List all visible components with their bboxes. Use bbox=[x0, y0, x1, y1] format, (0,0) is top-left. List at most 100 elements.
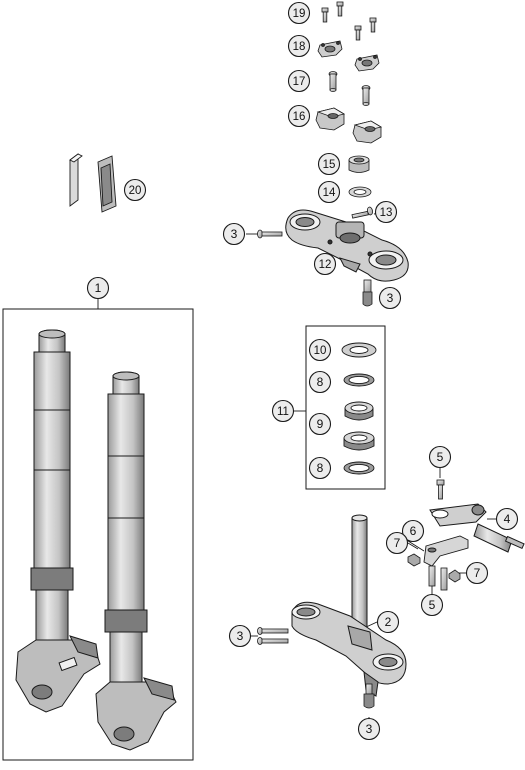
callout-circle bbox=[357, 717, 381, 741]
callout-c3a: 3 bbox=[222, 222, 246, 246]
callout-circle bbox=[313, 252, 337, 276]
callout-circle bbox=[465, 561, 489, 585]
callout-c2: 2 bbox=[376, 610, 400, 634]
callout-c7a: 7 bbox=[385, 531, 409, 555]
callout-circle bbox=[308, 370, 332, 394]
callout-number: 16 bbox=[293, 111, 306, 123]
callout-circle bbox=[378, 286, 402, 310]
callout-number: 5 bbox=[437, 450, 444, 464]
callout-circle bbox=[317, 180, 341, 204]
callout-number: 12 bbox=[319, 259, 332, 271]
callout-number: 15 bbox=[323, 159, 336, 171]
callout-number: 4 bbox=[504, 512, 511, 526]
callout-circle bbox=[308, 338, 332, 362]
callout-c19: 19 bbox=[287, 1, 311, 25]
callout-c5a: 5 bbox=[428, 445, 452, 469]
callout-number: 8 bbox=[317, 461, 324, 475]
part-1-fork-legs bbox=[15, 329, 177, 751]
part-3-screws-lower-left bbox=[257, 627, 289, 645]
part-9-bearings bbox=[343, 401, 375, 451]
part-17-bolts bbox=[328, 71, 371, 106]
part-10-seal bbox=[341, 342, 377, 358]
callout-number: 8 bbox=[317, 375, 324, 389]
callout-c4: 4 bbox=[495, 507, 519, 531]
part-15-nut bbox=[348, 155, 370, 173]
callout-c3d: 3 bbox=[357, 717, 381, 741]
callout-circle bbox=[495, 507, 519, 531]
callout-c15: 15 bbox=[317, 152, 341, 176]
callout-circle bbox=[374, 200, 398, 224]
part-3-screw-upper-left bbox=[257, 229, 283, 239]
callout-c7b: 7 bbox=[465, 561, 489, 585]
part-3-screw-bottom bbox=[363, 683, 375, 709]
part-18-upper-clamps bbox=[317, 40, 380, 72]
callout-circle bbox=[228, 624, 252, 648]
part-16-lower-clamps bbox=[315, 107, 383, 144]
callout-circle bbox=[420, 593, 444, 617]
callout-number: 3 bbox=[387, 291, 394, 305]
callout-number: 11 bbox=[277, 406, 289, 418]
part-19-screws bbox=[321, 1, 377, 41]
callout-number: 18 bbox=[293, 41, 306, 53]
callout-c6: 6 bbox=[401, 519, 425, 543]
callout-c8b: 8 bbox=[308, 456, 332, 480]
part-3-screw-below-clamp bbox=[362, 279, 373, 307]
callout-circle bbox=[308, 412, 332, 436]
callout-c12: 12 bbox=[313, 252, 337, 276]
part-14-washer bbox=[348, 186, 372, 198]
callout-circle bbox=[385, 531, 409, 555]
callout-c10: 10 bbox=[308, 338, 332, 362]
callout-number: 17 bbox=[293, 76, 306, 88]
callout-number: 9 bbox=[317, 417, 324, 431]
callout-number: 3 bbox=[231, 227, 238, 241]
callout-c13: 13 bbox=[374, 200, 398, 224]
part-7-nut-left bbox=[407, 553, 421, 567]
callout-circle bbox=[287, 34, 311, 58]
callout-number: 7 bbox=[394, 536, 401, 550]
part-4-steering-damper bbox=[429, 503, 525, 553]
callout-number: 13 bbox=[380, 207, 393, 219]
part-8-ring-upper bbox=[343, 373, 375, 387]
callout-circle bbox=[317, 152, 341, 176]
callout-number: 3 bbox=[237, 629, 244, 643]
part-12-upper-triple-clamp bbox=[285, 209, 409, 282]
callout-c9: 9 bbox=[308, 412, 332, 436]
callout-c3c: 3 bbox=[228, 624, 252, 648]
callout-c3b: 3 bbox=[378, 286, 402, 310]
callout-circle bbox=[401, 519, 425, 543]
callout-number: 2 bbox=[385, 615, 392, 629]
part-13-screw bbox=[351, 206, 373, 219]
callout-circle bbox=[287, 1, 311, 25]
callout-number: 3 bbox=[366, 722, 373, 736]
part-5-screws-lower bbox=[428, 565, 448, 591]
callout-c5b: 5 bbox=[420, 593, 444, 617]
part-6-bracket bbox=[423, 535, 469, 567]
bearing-set-frame bbox=[305, 325, 386, 490]
callout-c11: 11 bbox=[271, 399, 295, 423]
part-2-steering-stem bbox=[291, 514, 407, 697]
callout-circle bbox=[222, 222, 246, 246]
callout-number: 6 bbox=[410, 524, 417, 538]
part-20-pads bbox=[69, 153, 117, 213]
callout-number: 19 bbox=[293, 8, 306, 20]
callout-number: 10 bbox=[314, 345, 327, 357]
callout-c16: 16 bbox=[287, 104, 311, 128]
part-5-screw-upper bbox=[436, 479, 445, 500]
callout-number: 14 bbox=[323, 187, 336, 199]
callout-number: 5 bbox=[429, 598, 436, 612]
leader-lines bbox=[97, 211, 496, 727]
fork-assembly-frame bbox=[2, 308, 194, 761]
callout-c17: 17 bbox=[287, 69, 311, 93]
part-8-ring-lower bbox=[343, 461, 375, 475]
callout-circle bbox=[86, 276, 110, 300]
callout-c18: 18 bbox=[287, 34, 311, 58]
callout-circle bbox=[271, 399, 295, 423]
callout-c14: 14 bbox=[317, 180, 341, 204]
callout-circle bbox=[376, 610, 400, 634]
callout-circle bbox=[308, 456, 332, 480]
callout-number: 1 bbox=[95, 281, 102, 295]
callout-number: 7 bbox=[474, 566, 481, 580]
